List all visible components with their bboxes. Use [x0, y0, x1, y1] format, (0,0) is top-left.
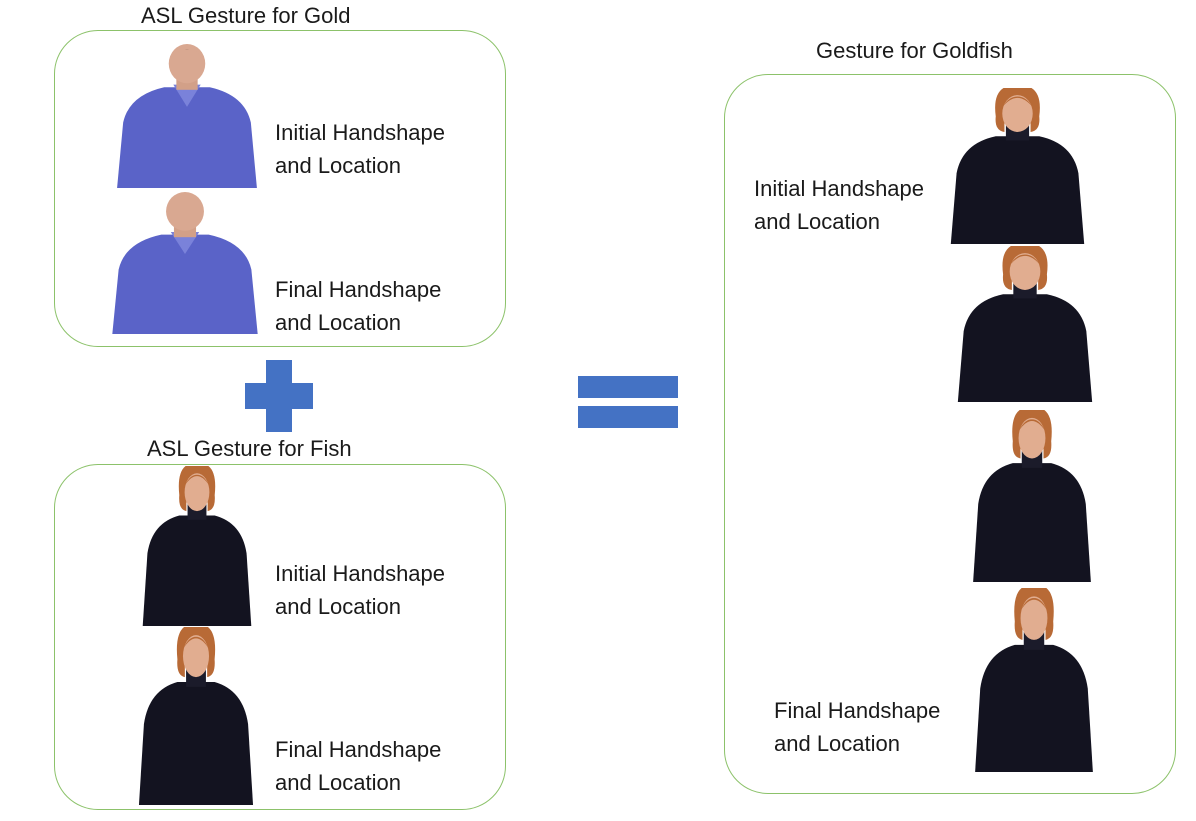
goldfish-final-line2: and Location	[774, 731, 900, 756]
goldfish-title: Gesture for Goldfish	[816, 38, 1013, 63]
gold-initial-line2: and Location	[275, 153, 401, 178]
fish-panel	[54, 464, 506, 810]
gold-final-label: Final Handshape and Location	[275, 273, 441, 339]
goldfish-initial-line2: and Location	[754, 209, 880, 234]
gold-initial-line1: Initial Handshape	[275, 120, 446, 145]
goldfish-final-line1: Final Handshape	[774, 698, 941, 723]
gold-panel	[54, 30, 506, 347]
fish-final-signer	[134, 627, 258, 805]
plus-sign-horizontal-bar	[245, 383, 313, 409]
fish-final-line1: Final Handshape	[275, 737, 442, 762]
gold-final-signer	[106, 192, 264, 334]
equals-sign-bottom-bar	[578, 406, 678, 428]
gold-initial-signer	[111, 44, 263, 188]
gold-final-line1: Final Handshape	[275, 277, 442, 302]
goldfish-signer-3	[968, 410, 1096, 582]
goldfish-panel	[724, 74, 1176, 794]
fish-initial-label: Initial Handshape and Location	[275, 557, 445, 623]
goldfish-signer-4	[970, 588, 1098, 772]
goldfish-initial-line1: Initial Handshape	[754, 176, 925, 201]
goldfish-signer-1	[945, 88, 1090, 244]
fish-final-line2: and Location	[275, 770, 401, 795]
fish-initial-line1: Initial Handshape	[275, 561, 446, 586]
fish-final-label: Final Handshape and Location	[275, 733, 441, 799]
fish-initial-signer	[138, 466, 256, 626]
gold-title: ASL Gesture for Gold	[141, 3, 351, 28]
fish-initial-line2: and Location	[275, 594, 401, 619]
equals-sign-top-bar	[578, 376, 678, 398]
gold-initial-label: Initial Handshape and Location	[275, 116, 445, 182]
fish-title: ASL Gesture for Fish	[147, 436, 352, 461]
goldfish-initial-label: Initial Handshape and Location	[754, 172, 924, 238]
goldfish-final-label: Final Handshape and Location	[774, 694, 940, 760]
gold-final-line2: and Location	[275, 310, 401, 335]
goldfish-signer-2	[952, 246, 1098, 402]
